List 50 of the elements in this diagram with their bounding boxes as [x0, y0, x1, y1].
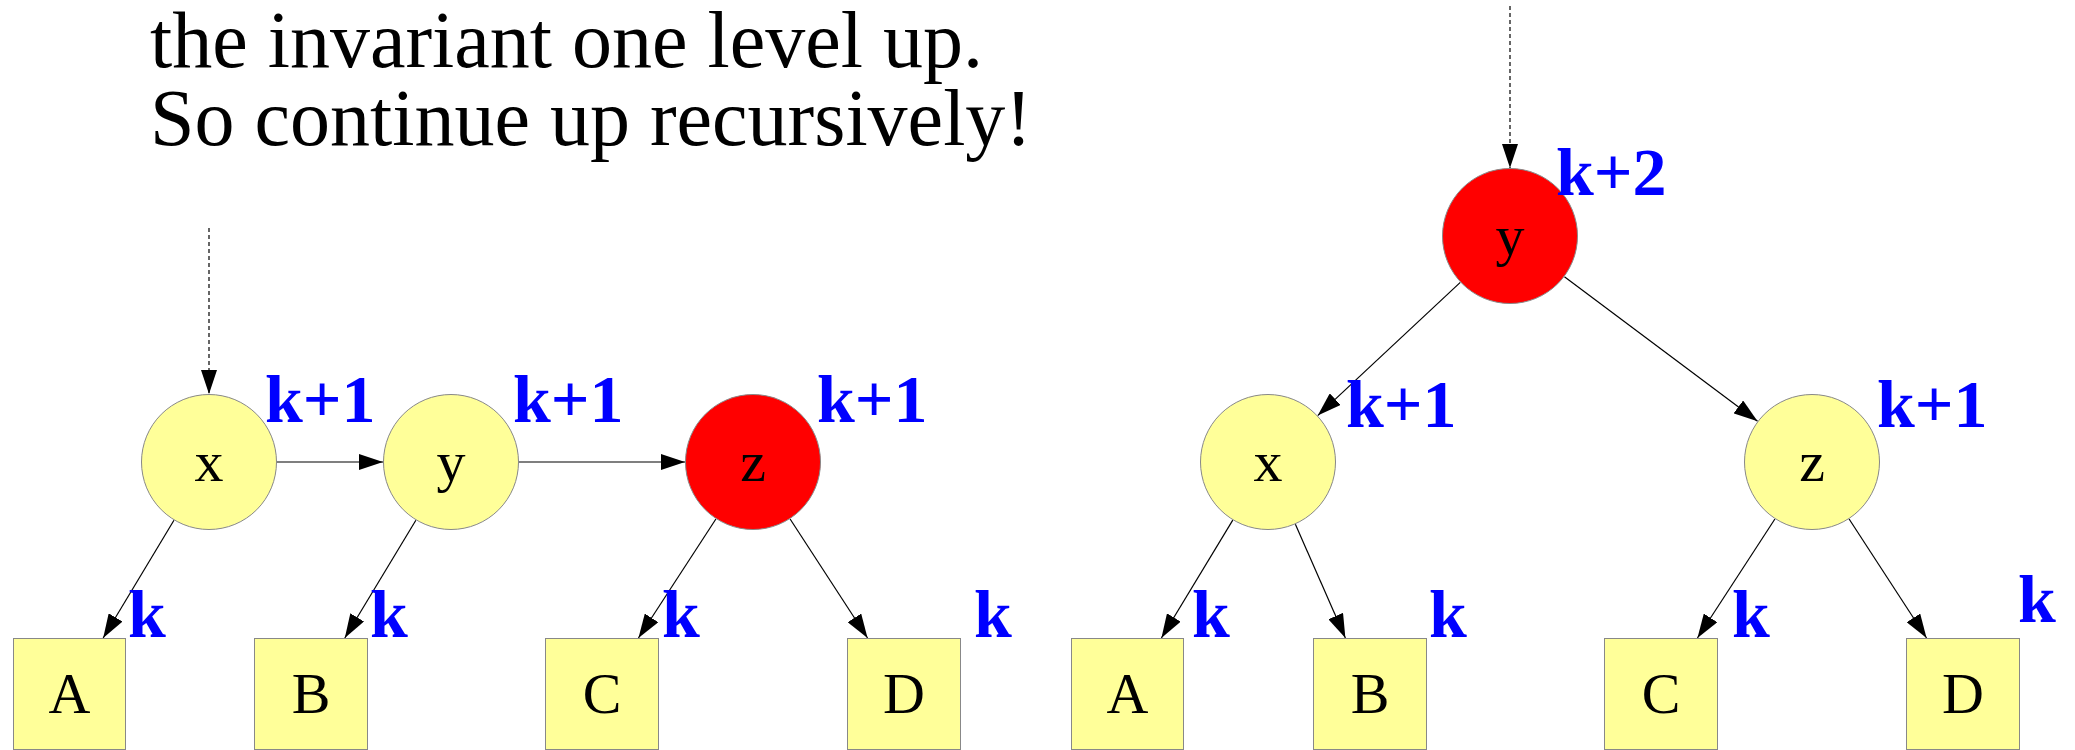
node-label: D [1942, 665, 1984, 723]
height-label: k [974, 580, 1012, 648]
node-label: A [1106, 665, 1149, 723]
node-label: y [436, 433, 466, 491]
arrow [1317, 281, 1461, 417]
node-label: C [582, 665, 622, 723]
height-label: k [370, 580, 408, 648]
arrow [344, 519, 417, 639]
subtree-box [1906, 638, 2020, 750]
height-label: k+1 [265, 365, 376, 433]
arrow [518, 454, 686, 470]
arrow [102, 519, 175, 639]
arrow [1294, 523, 1346, 639]
height-label: k+1 [513, 365, 624, 433]
height-label: k+1 [817, 365, 928, 433]
node-label: A [48, 665, 91, 723]
arrow [789, 518, 869, 639]
dashed-arrow [1502, 5, 1518, 169]
subtree-box [254, 638, 368, 750]
arrow [1848, 518, 1928, 639]
arrow [276, 454, 384, 470]
subtree-box [1313, 638, 1427, 750]
height-label: k+2 [1556, 138, 1667, 206]
node-label: D [883, 665, 925, 723]
node-label: C [1641, 665, 1681, 723]
dashed-arrow [201, 227, 217, 395]
arrow [1563, 276, 1759, 422]
height-label: k [2018, 565, 2056, 633]
height-label: k [1429, 580, 1467, 648]
subtree-box [545, 638, 659, 750]
height-label: k+1 [1877, 370, 1988, 438]
node-label: B [291, 665, 331, 723]
height-label: k [1732, 580, 1770, 648]
node-label: z [1799, 433, 1825, 491]
subtree-box [1071, 638, 1184, 750]
height-label: k [1192, 580, 1230, 648]
height-label: k [662, 580, 700, 648]
arrow [1160, 519, 1234, 639]
subtree-box [13, 638, 126, 750]
node-label: x [1253, 433, 1283, 491]
arrow [1696, 518, 1776, 639]
subtree-box [847, 638, 961, 750]
node-label: x [194, 433, 224, 491]
arrow [637, 518, 717, 639]
node-label: B [1350, 665, 1390, 723]
node-label: z [740, 433, 766, 491]
node-label: y [1495, 207, 1525, 265]
height-label: k [128, 580, 166, 648]
height-label: k+1 [1346, 370, 1457, 438]
subtree-box [1604, 638, 1718, 750]
